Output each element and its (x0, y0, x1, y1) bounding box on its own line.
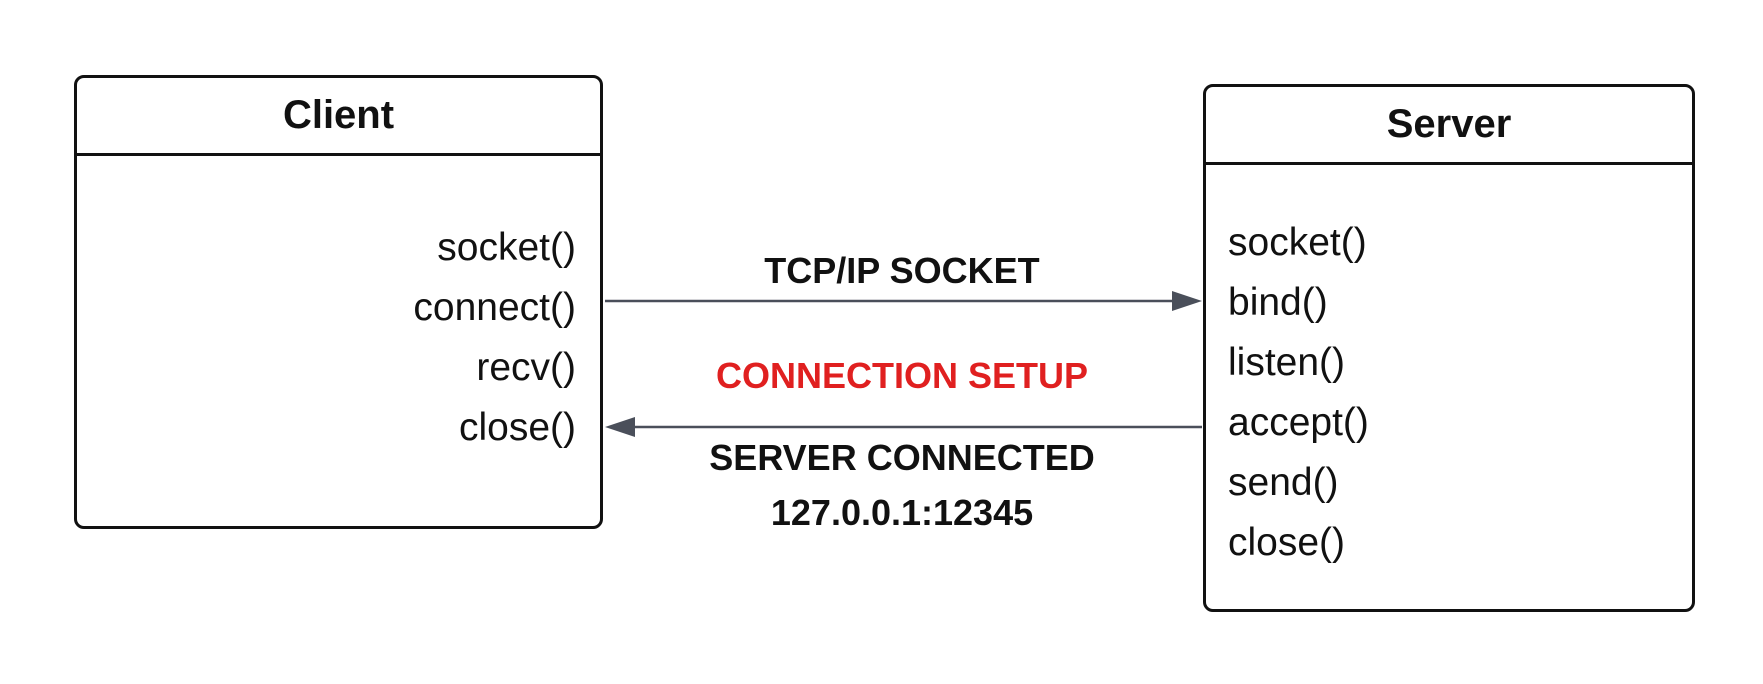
client-method-list: socket() connect() recv() close() (77, 218, 576, 458)
server-method: socket() (1228, 221, 1367, 264)
client-method: recv() (476, 346, 576, 389)
client-box: Client socket() connect() recv() close() (74, 75, 603, 529)
client-method: socket() (437, 226, 576, 269)
server-box: Server socket() bind() listen() accept()… (1203, 84, 1695, 612)
server-method-list: socket() bind() listen() accept() send()… (1228, 213, 1692, 573)
client-method: connect() (413, 286, 576, 329)
response-arrowhead-icon (605, 417, 635, 437)
server-method: send() (1228, 461, 1339, 504)
client-method: close() (458, 406, 576, 449)
request-arrowhead-icon (1172, 291, 1202, 311)
server-method: close() (1228, 521, 1346, 564)
server-title: Server (1206, 87, 1692, 165)
address-label: 127.0.0.1:12345 (770, 492, 1034, 533)
client-title: Client (77, 78, 600, 156)
response-label: SERVER CONNECTED (709, 437, 1095, 478)
request-label: TCP/IP SOCKET (764, 250, 1040, 291)
setup-label: CONNECTION SETUP (715, 355, 1089, 396)
server-method: accept() (1228, 401, 1369, 444)
server-method: listen() (1228, 341, 1346, 384)
server-method: bind() (1228, 281, 1328, 324)
